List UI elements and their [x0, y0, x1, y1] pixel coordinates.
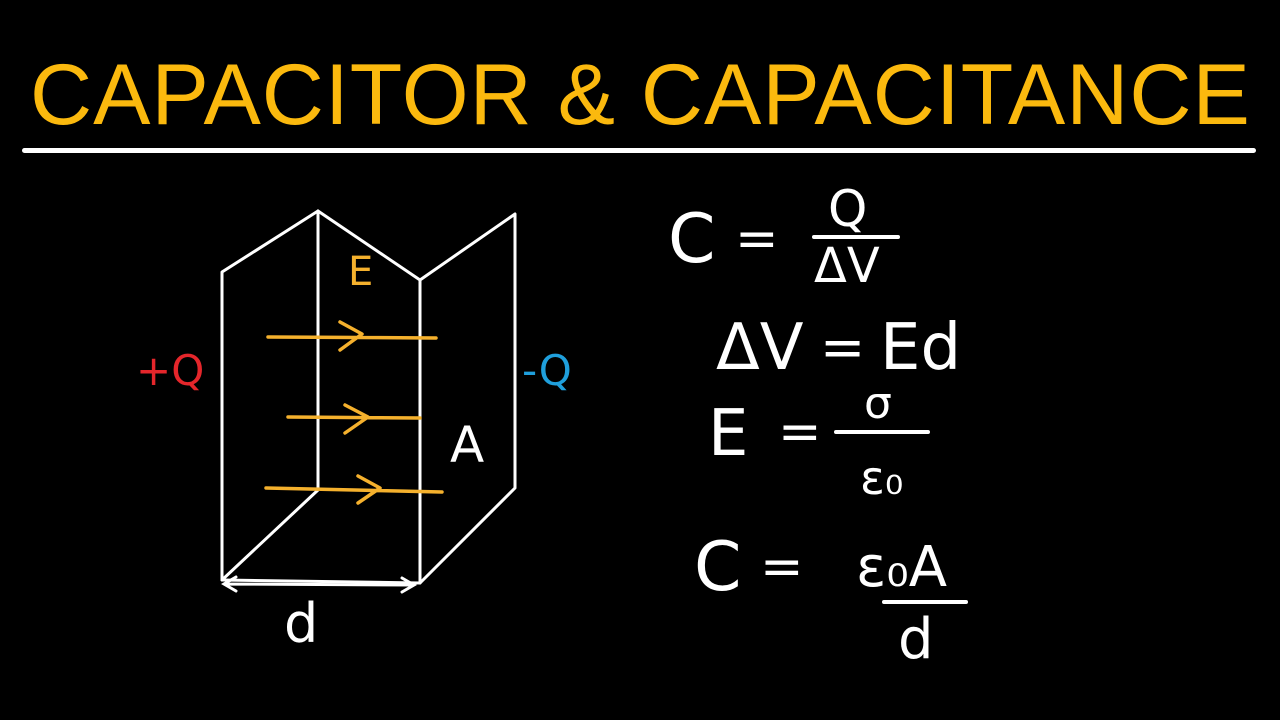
eq2-lhs: ΔV	[716, 311, 804, 385]
eq4-denominator: d	[898, 607, 934, 672]
field-arrow	[286, 403, 422, 435]
area-label: A	[450, 416, 484, 474]
field-arrows	[264, 320, 444, 505]
eq4-equals: =	[760, 537, 804, 597]
eq1-lhs: C	[668, 200, 715, 279]
eq3-lhs: E	[708, 397, 748, 471]
positive-charge-label: +Q	[136, 346, 204, 395]
connector-bottom-edge	[220, 578, 422, 585]
eq3-equals: =	[778, 402, 822, 462]
field-arrow	[266, 320, 438, 352]
field-label: E	[348, 249, 373, 295]
negative-charge-label: -Q	[522, 346, 572, 395]
eq1-equals: =	[735, 209, 779, 269]
field-arrow	[264, 474, 444, 505]
right-plate	[418, 212, 517, 585]
left-plate	[220, 209, 320, 582]
eq3-numerator: σ	[864, 378, 892, 429]
eq4-lhs: C	[694, 528, 741, 607]
eq4-numerator: ε₀A	[856, 535, 947, 600]
eq1-denominator: ΔV	[814, 238, 880, 294]
eq2-equals: =	[820, 316, 865, 379]
connector-top-edge	[316, 209, 422, 282]
separation-label: d	[284, 592, 318, 655]
separation-arrow	[221, 575, 417, 594]
equations: C = Q ΔV ΔV = Ed E = σ ε₀ C = ε₀A d	[668, 180, 968, 672]
eq1-numerator: Q	[828, 180, 867, 238]
eq2-rhs: Ed	[880, 311, 961, 385]
page-title: CAPACITOR & CAPACITANCE	[30, 47, 1251, 143]
title-underline	[22, 148, 1256, 153]
eq3-denominator: ε₀	[860, 451, 903, 505]
